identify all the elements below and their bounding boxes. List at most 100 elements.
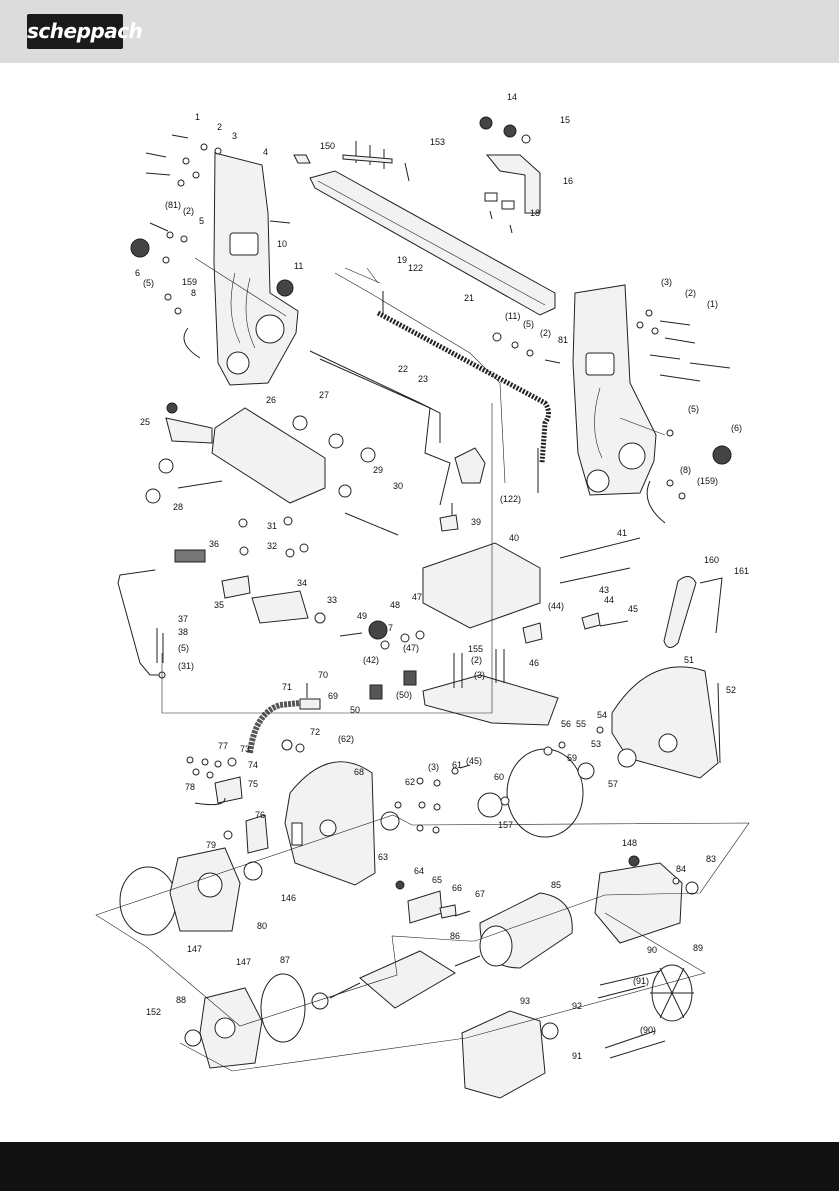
label-5b-left: (5) (143, 278, 154, 288)
label-61: 61 (452, 760, 462, 770)
label-33: 33 (327, 595, 337, 605)
label-5b-low: (5) (178, 643, 189, 653)
guide-rods (309, 350, 486, 506)
label-85: 85 (551, 880, 561, 890)
label-32: 32 (267, 541, 277, 551)
label-44b: (44) (548, 601, 564, 611)
label-62: 62 (405, 777, 415, 787)
footer-bar (0, 1142, 839, 1191)
label-152: 152 (146, 1007, 161, 1017)
label-90b: (90) (640, 1025, 656, 1035)
label-49: 49 (357, 611, 367, 621)
label-92: 92 (572, 1001, 582, 1011)
left-screw-set (130, 134, 294, 359)
label-161: 161 (734, 566, 749, 576)
label-4: 4 (263, 147, 268, 157)
label-69: 69 (328, 691, 338, 701)
label-81b: (81) (165, 200, 181, 210)
label-53: 53 (591, 739, 601, 749)
label-148: 148 (622, 838, 637, 848)
right-side-plate (492, 284, 732, 524)
label-57: 57 (608, 779, 618, 789)
label-31: 31 (267, 521, 277, 531)
label-54: 54 (597, 710, 607, 720)
label-3b-right: (3) (661, 277, 672, 287)
label-64: 64 (414, 866, 424, 876)
label-2b-mid: (2) (540, 328, 551, 338)
label-50: 50 (350, 705, 360, 715)
label-3b-guard: (3) (428, 762, 439, 772)
label-19: 19 (397, 255, 407, 265)
label-75: 75 (248, 779, 258, 789)
hose-assembly (247, 683, 321, 754)
label-43: 43 (599, 585, 609, 595)
label-11: 11 (294, 261, 303, 271)
motor-bracket (339, 503, 641, 650)
header-bar: scheppach (0, 0, 839, 63)
label-79: 79 (206, 840, 216, 850)
label-86: 86 (450, 931, 460, 941)
label-89: 89 (693, 943, 703, 953)
motor-front-housing (119, 847, 263, 936)
stator (479, 892, 573, 969)
label-45b: (45) (466, 756, 482, 766)
label-5b-mid: (5) (523, 319, 534, 329)
scheppach-logo: scheppach (27, 14, 143, 49)
label-59: 59 (567, 753, 577, 763)
label-68: 68 (354, 767, 364, 777)
label-6: 6 (135, 268, 140, 278)
label-73: 73 (240, 744, 250, 754)
motor-fin-block (594, 855, 699, 944)
label-157: 157 (498, 820, 513, 830)
label-88: 88 (176, 995, 186, 1005)
label-11b: (11) (505, 311, 520, 321)
label-51: 51 (684, 655, 694, 665)
assembly-lines (95, 257, 750, 1072)
label-22: 22 (398, 364, 408, 374)
label-90: 90 (647, 945, 657, 955)
top-clamp-assembly (479, 116, 541, 234)
rotor (311, 950, 481, 1010)
label-30: 30 (393, 481, 403, 491)
label-47: 47 (412, 592, 422, 602)
label-60: 60 (494, 772, 504, 782)
left-side-plate (213, 152, 299, 386)
label-74: 74 (248, 760, 258, 770)
label-5b-right: (5) (688, 404, 699, 414)
brush-parts (395, 880, 471, 924)
label-80: 80 (257, 921, 267, 931)
label-16: 16 (563, 176, 573, 186)
label-27: 27 (319, 390, 329, 400)
exploded-parts-diagram: 1 2 3 4 (81) (2) 5 10 11 6 (5) 159 8 150… (95, 92, 750, 1099)
fan-cover (461, 1010, 559, 1099)
label-56: 56 (561, 719, 571, 729)
carriage-housing (145, 402, 399, 558)
label-159b: (159) (697, 476, 718, 486)
label-122b: (122) (500, 494, 521, 504)
label-91: 91 (572, 1051, 582, 1061)
label-87: 87 (280, 955, 290, 965)
label-1: 1 (195, 112, 200, 122)
label-78: 78 (185, 782, 195, 792)
top-rail (293, 141, 556, 316)
label-70: 70 (318, 670, 328, 680)
label-36: 36 (209, 539, 219, 549)
label-3b-low: (3) (474, 670, 485, 680)
label-39: 39 (471, 517, 481, 527)
label-42b: (42) (363, 655, 379, 665)
label-2b-low: (2) (471, 655, 482, 665)
label-46: 46 (529, 658, 539, 668)
label-160: 160 (704, 555, 719, 565)
label-159: 159 (182, 277, 197, 287)
label-76: 76 (255, 810, 265, 820)
label-10: 10 (277, 239, 287, 249)
label-93: 93 (520, 996, 530, 1006)
label-3: 3 (232, 131, 237, 141)
label-23: 23 (418, 374, 428, 384)
label-18: 18 (530, 208, 540, 218)
label-34: 34 (297, 578, 307, 588)
label-1b: (1) (707, 299, 718, 309)
label-55: 55 (576, 719, 586, 729)
label-48: 48 (390, 600, 400, 610)
label-72: 72 (310, 727, 320, 737)
